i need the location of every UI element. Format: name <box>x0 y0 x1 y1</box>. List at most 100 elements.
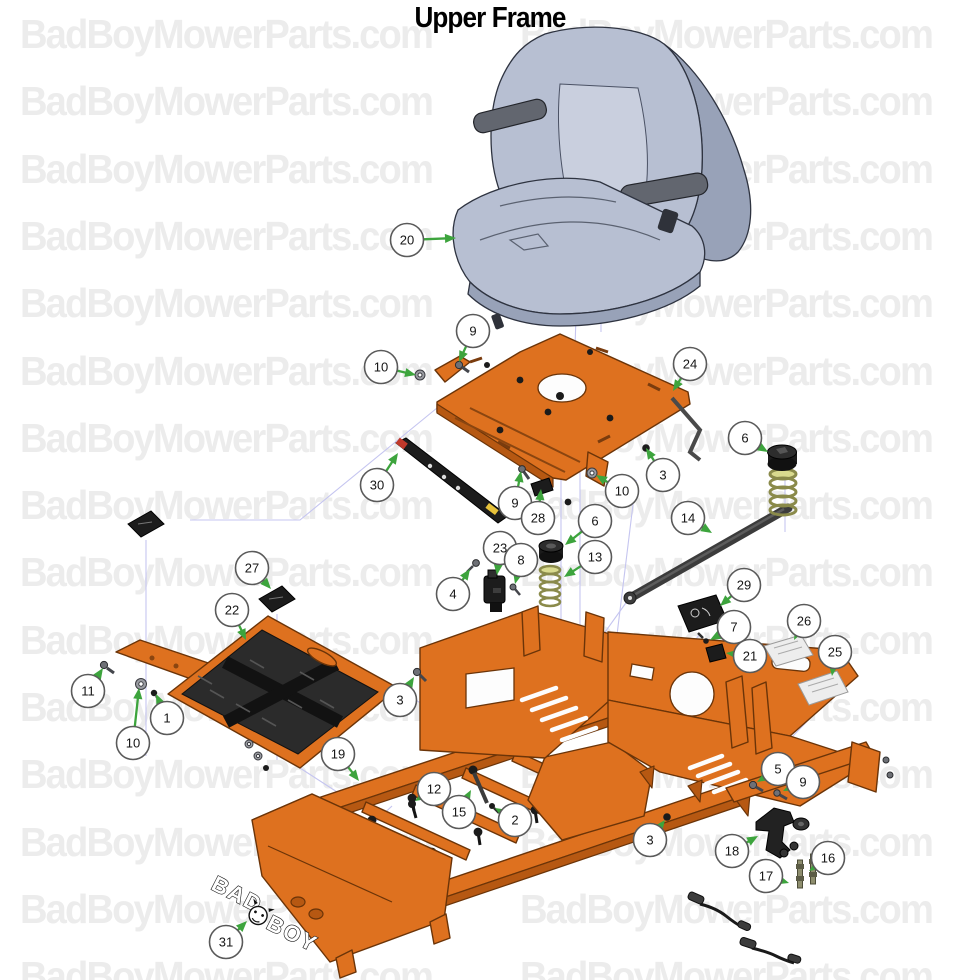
callout-number: 3 <box>646 833 653 848</box>
callout-number: 23 <box>493 541 507 556</box>
callout-arrow-head <box>237 628 246 640</box>
callout-15: 15 <box>441 790 477 830</box>
frame-deck-square-hole <box>629 663 655 681</box>
callout-number: 10 <box>374 360 388 375</box>
callout-arrow-head <box>710 630 722 640</box>
mat-tread-texture <box>197 659 335 727</box>
lever-and-cables <box>687 807 817 965</box>
callout-6: 6 <box>727 420 768 456</box>
callout-arrow-head <box>514 471 524 483</box>
callout-arrow-head <box>444 233 456 244</box>
callout-number: 19 <box>331 747 345 762</box>
callout-11: 11 <box>70 668 106 709</box>
callout-number: 8 <box>517 553 524 568</box>
callout-17: 17 <box>748 858 789 894</box>
callout-10: 10 <box>363 349 416 385</box>
callout-6: 6 <box>565 503 613 545</box>
plate-hardware <box>414 360 650 612</box>
callout-arrow-head <box>459 350 468 362</box>
seat-spring <box>538 564 562 608</box>
callout-number: 20 <box>400 233 414 248</box>
callout-number: 6 <box>591 514 598 529</box>
callout-arrow-head <box>348 769 359 781</box>
callout-circle <box>785 764 821 800</box>
callout-number: 2 <box>511 813 518 828</box>
callout-circle <box>645 457 681 493</box>
callout-circle <box>714 833 750 869</box>
callout-29: 29 <box>720 567 762 606</box>
callout-circle <box>320 736 356 772</box>
callout-circle <box>416 771 452 807</box>
decal-graphics <box>690 607 711 618</box>
seatbelt-retractor <box>657 208 679 234</box>
frame-bracket-plate <box>751 681 773 755</box>
callout-20: 20 <box>389 222 456 258</box>
callout-arrow-head <box>756 442 768 452</box>
callout-circle <box>786 603 822 639</box>
washer <box>586 467 598 479</box>
left-armrest <box>472 98 548 134</box>
callout-arrow-head <box>235 921 247 933</box>
frame-right-end-tab <box>847 741 881 793</box>
callout-number: 10 <box>615 484 629 499</box>
callout-18: 18 <box>714 833 758 869</box>
callout-arrow-head <box>673 379 683 391</box>
bolt <box>454 360 470 374</box>
screw <box>99 660 115 675</box>
callout-circle <box>577 539 613 575</box>
callout-arrow-head <box>746 836 758 846</box>
pad-mark <box>137 521 153 525</box>
warning-label-strip <box>395 437 509 524</box>
callout-arrow-head <box>565 534 577 545</box>
callout-2: 2 <box>495 802 533 838</box>
bumper-crease <box>267 845 393 903</box>
callout-circle <box>716 609 752 645</box>
callout-number: 26 <box>797 614 811 629</box>
cable <box>739 937 802 965</box>
mat-handle-slot <box>306 647 338 667</box>
callout-16: 16 <box>809 840 846 876</box>
bumper-top-notch <box>776 447 788 454</box>
callout-number: 9 <box>799 775 806 790</box>
callout-31: 31 <box>208 921 247 960</box>
plate-bolts <box>484 349 614 434</box>
cable <box>687 891 752 932</box>
callout-number: 5 <box>774 762 781 777</box>
callout-circle <box>672 346 708 382</box>
nut <box>564 498 572 506</box>
callout-circle <box>732 638 768 674</box>
screw <box>489 803 500 814</box>
callout-arrow-line <box>423 237 449 241</box>
callout-number: 13 <box>588 550 602 565</box>
callout-number: 25 <box>828 645 842 660</box>
label-sticker <box>797 670 849 706</box>
bolt <box>518 465 531 480</box>
callout-arrow-head <box>596 475 608 485</box>
screw <box>697 632 709 644</box>
callout-circle <box>382 682 418 718</box>
callout-arrow-line <box>133 695 140 727</box>
frame-end-bolt <box>886 771 894 779</box>
callout-circle <box>577 503 613 539</box>
frame-post-left <box>521 605 541 657</box>
plate-rails <box>454 407 581 473</box>
callout-circle <box>363 349 399 385</box>
callout-circle <box>632 822 668 858</box>
callout-number: 1 <box>163 711 170 726</box>
frame-panel-cutout <box>465 667 515 709</box>
callout-circle <box>727 420 763 456</box>
frame-post-right <box>583 611 605 663</box>
frame-gusset <box>639 765 655 789</box>
plate-corner-slots <box>469 346 661 450</box>
frame-deck-round-hole <box>669 671 715 717</box>
label-red-mark <box>395 437 408 450</box>
callout-3: 3 <box>382 677 418 718</box>
callout-arrow-head <box>646 448 656 460</box>
callout-circle <box>214 592 250 628</box>
main-frame <box>115 605 894 979</box>
callout-circle <box>149 700 185 736</box>
callout-number: 12 <box>427 782 441 797</box>
callout-27: 27 <box>234 550 271 589</box>
